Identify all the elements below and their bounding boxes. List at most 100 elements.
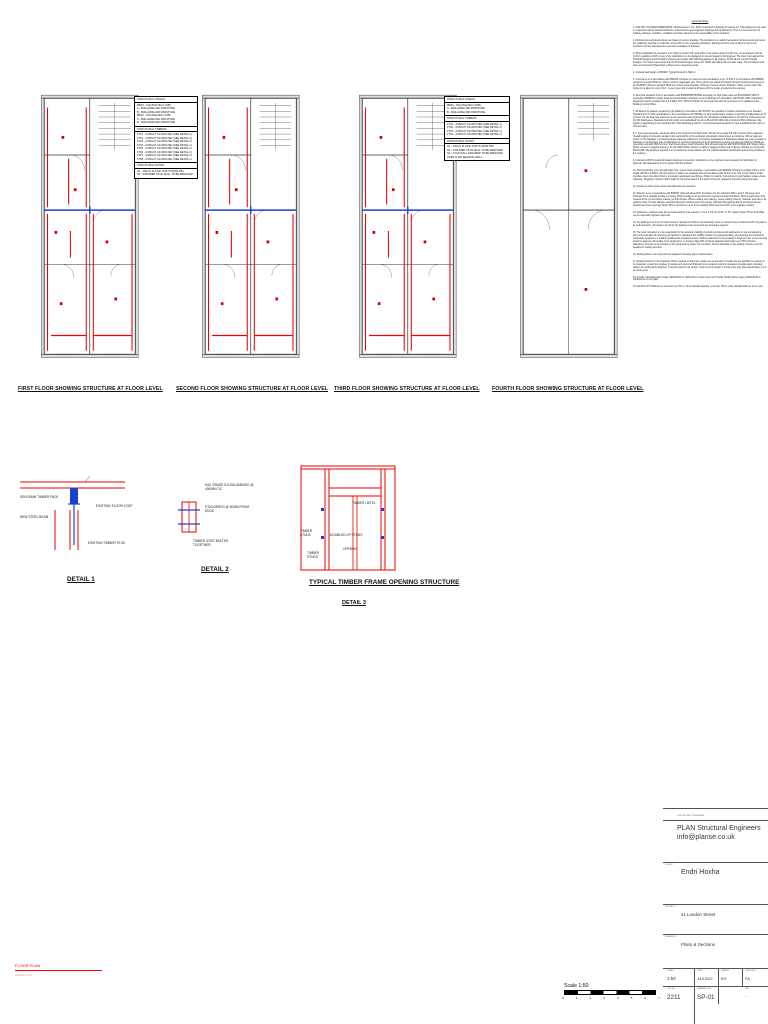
legend-row: FT07 - 2/150x47 C24 BOLTED (SEE DETAIL 2… xyxy=(137,154,192,157)
general-note-item: 17. Existing masonry to be inspected. Wh… xyxy=(633,260,767,272)
job-number: 2211 xyxy=(667,994,681,1001)
legend-row: FT05 - 2/150x47 C24 BOLTED (SEE DETAIL 2… xyxy=(137,147,192,150)
legend-row: MB01 - 152x152x23UC S355 xyxy=(447,103,481,107)
legend-row: FT06 - 2/150x47 C24 BOLTED (SEE DETAIL 2… xyxy=(137,150,192,154)
floor-plan-label: FLOOR PLAN xyxy=(15,963,41,968)
third-floor-plan-title: THIRD FLOOR SHOWING STRUCTURE AT FLOOR L… xyxy=(334,386,480,392)
general-notes-heading: General Notes xyxy=(691,20,709,23)
scale-ticks: 0 1 2 3 4 5 6 7 xyxy=(562,996,660,1000)
project-caption: PROJECT xyxy=(665,906,676,908)
scale-tick: 5 xyxy=(630,996,633,1000)
detail-1-label: EXISTING FLOOR JOIST xyxy=(96,504,133,508)
detail-3-label: TIMBER STUDS xyxy=(307,551,320,559)
first-floor-plan-title: FIRST FLOOR SHOWING STRUCTURE AT FLOOR L… xyxy=(18,386,163,392)
general-note-item: 6. Structural steelwork to be in accorda… xyxy=(633,94,763,106)
drawing-number-caption: DRAWING NO. xyxy=(697,988,712,990)
legend-notes-heading: STRUCTURAL NOTES xyxy=(135,164,197,169)
detail-3-label: DOUBLED UP STUDS xyxy=(330,533,363,537)
company-name: PLAN Structural Engineers xyxy=(677,825,761,832)
detail-2-label: STAGGERED @ 50mm FROM EDGE xyxy=(205,505,249,513)
checked-value: FA xyxy=(745,976,750,981)
scale-tick: 7 xyxy=(658,996,660,1000)
legend-row: N3 - STUD WALL ASSUMED TO BE REMOVED xyxy=(447,152,503,155)
detail-1-title: DETAIL 1 xyxy=(67,576,95,583)
legend-row: N1 - 150x47 FLOOR JOISTS SPAN TBC xyxy=(137,169,185,173)
legend-row: FT08 - 2/150x47 C24 BOLTED (SEE DETAIL 2… xyxy=(137,157,192,161)
legend-steels-heading: STRUCTURAL STEELS xyxy=(445,98,509,103)
scale-tick: 6 xyxy=(644,996,647,1000)
scale-bar-label: Scale 1:50 xyxy=(564,983,589,989)
general-note-item: 2. All dimensions and levels shown are b… xyxy=(633,40,766,49)
general-note-item: 11. Double up timber joists under stud w… xyxy=(633,186,697,189)
date-value: 14/10/22 xyxy=(697,976,713,981)
legend-row: A - 600Lx180Hx40D PADSTONE xyxy=(137,107,175,110)
title-block: THE PROJECT ENGINEER PLAN Structural Eng… xyxy=(663,808,768,1024)
general-note-item: 3. Where applicable the contractor is to… xyxy=(633,53,765,68)
job-caption: JOB NO. xyxy=(667,988,676,990)
legend-row: N2 - ASSUMED STUD WALL TO BE REMOVED xyxy=(447,148,503,152)
legend-row: A - 600Lx180Hx40D PADSTONE xyxy=(447,107,485,110)
legend-steels-heading: STRUCTURAL STEELS xyxy=(135,98,197,103)
scale-tick: 4 xyxy=(617,996,619,1000)
drawn-caption: DRAWN xyxy=(721,970,730,972)
general-note-item: 14. Dry packing to be to be 3:1 Sand Cem… xyxy=(633,221,767,227)
detail-2-title: DETAIL 2 xyxy=(201,566,229,573)
detail-1-label: EXISTING TIMBER STUD xyxy=(88,541,126,545)
general-notes: General Notes 1. USE ONLY FIGURED DIMENS… xyxy=(633,20,767,293)
drawing-number: SP-01 xyxy=(697,994,715,1001)
tb-grid-v1 xyxy=(694,968,695,1024)
general-note-item: 16. Existing lintels to be inspected and… xyxy=(633,253,714,256)
legend-timbers-heading: STRUCTURAL TIMBERS xyxy=(135,128,197,132)
general-note-item: 15. The main contractor is to be respons… xyxy=(633,231,767,249)
legend-row: FT01 - 2/150x47 C24 BOLTED (SEE DETAIL 2… xyxy=(447,122,502,126)
detail-3-label: TIMBER STUDS xyxy=(300,529,313,537)
detail-3-label: OPENING xyxy=(343,547,358,551)
company-email: info@planse.co.uk xyxy=(677,834,735,841)
legend-row: FT01 - 2/150x47 C24 BOLTED (SEE DETAIL 2… xyxy=(137,133,192,136)
legend-row: FT03 - 2/150x47 C24 BOLTED (SEE DETAIL 2… xyxy=(137,140,192,143)
detail-3-subtitle: DETAIL 3 xyxy=(342,600,366,606)
floor-plan-scale: SCALE 1:50 xyxy=(15,973,32,977)
legend-row: FT02 - 2/150x47 C24 BOLTED (SEE DETAIL 2… xyxy=(137,136,192,140)
general-note-item: 7. All Steel to be painted, prepared by … xyxy=(633,110,766,128)
legend-row: MB01 - 152x152x23UC S355 xyxy=(137,103,171,107)
general-note-item: 18. Provide Lateral Restraint straps (10… xyxy=(633,276,761,282)
legend-row: B - 600Lx180Hx40D PADSTONE xyxy=(447,110,486,114)
general-note-item: 4. Imposed load design to BS6399. Typica… xyxy=(633,72,696,75)
legend-row: B - 600Lx180Hx40D PADSTONE xyxy=(137,121,176,124)
legend-row: A - 600Lx180Hx40D PADSTONE xyxy=(137,117,175,121)
detail-1-label: 50x100mm TIMBER PACK xyxy=(20,495,59,499)
floor-plan-rule xyxy=(15,970,102,971)
drawing-name: Plans & Sections xyxy=(681,942,716,947)
scale-tick: 1 xyxy=(575,996,578,1000)
fourth-floor-plan-title: FOURTH FLOOR SHOWING STRUCTURE AT FLOOR … xyxy=(492,386,644,392)
legend-row: FT04 - 2/150x47 C24 BOLTED (SEE DETAIL 2… xyxy=(137,143,192,147)
general-note-item: 13. Padstones, required under all new be… xyxy=(633,211,765,217)
detail-3-drawing xyxy=(300,465,396,571)
general-note-item: 12. Masonry to be in accordance with BS5… xyxy=(633,193,767,208)
legend-row: N2 - ASSUMED STUD WALL TO BE REMOVED xyxy=(137,173,193,176)
general-note-item: 10. Structural timber to be strength cla… xyxy=(633,170,766,182)
scale-bar xyxy=(564,990,656,995)
client-name: Endri Hoxha xyxy=(681,869,720,876)
detail-1-label: NEW STEEL BEAM xyxy=(20,515,49,519)
revision-caption: REV xyxy=(745,988,750,990)
legend-row: OVER LOAD BEARING WALL xyxy=(447,155,483,159)
general-note-item: 8. In less stress elements, steelwork ca… xyxy=(633,132,766,156)
legend-row: MB01 - 152x152x23UC S355 xyxy=(137,114,171,117)
title-block-caption: THE PROJECT ENGINEER xyxy=(677,815,705,817)
second-floor-plan-title: SECOND FLOOR SHOWING STRUCTURE AT FLOOR … xyxy=(176,386,329,392)
detail-3-title: TYPICAL TIMBER FRAME OPENING STRUCTURE xyxy=(309,579,460,586)
legend-third-floor: STRUCTURAL STEELS MB01 - 152x152x23UC S3… xyxy=(444,96,510,161)
detail-2-label: TIMBER JOIST BOLTED TOGETHER xyxy=(193,539,229,547)
general-note-item: 19. Use 5mm 5T1 Wall ties for new work u… xyxy=(633,286,763,289)
legend-timbers-heading: STRUCTURAL TIMBERS xyxy=(445,117,509,122)
scale-tick: 3 xyxy=(603,996,605,1000)
floor-plans-drawing xyxy=(40,94,618,359)
project-name: 11 London Street xyxy=(681,912,716,917)
client-caption: CLIENT xyxy=(665,864,673,866)
general-note-item: 1. USE ONLY FIGURED DIMENSIONS. All dime… xyxy=(633,27,766,36)
legend-first-floor: STRUCTURAL STEELS MB01 - 152x152x23UC S3… xyxy=(134,96,198,179)
scale-tick: 2 xyxy=(589,996,592,1000)
date-caption: DATE xyxy=(697,970,703,972)
